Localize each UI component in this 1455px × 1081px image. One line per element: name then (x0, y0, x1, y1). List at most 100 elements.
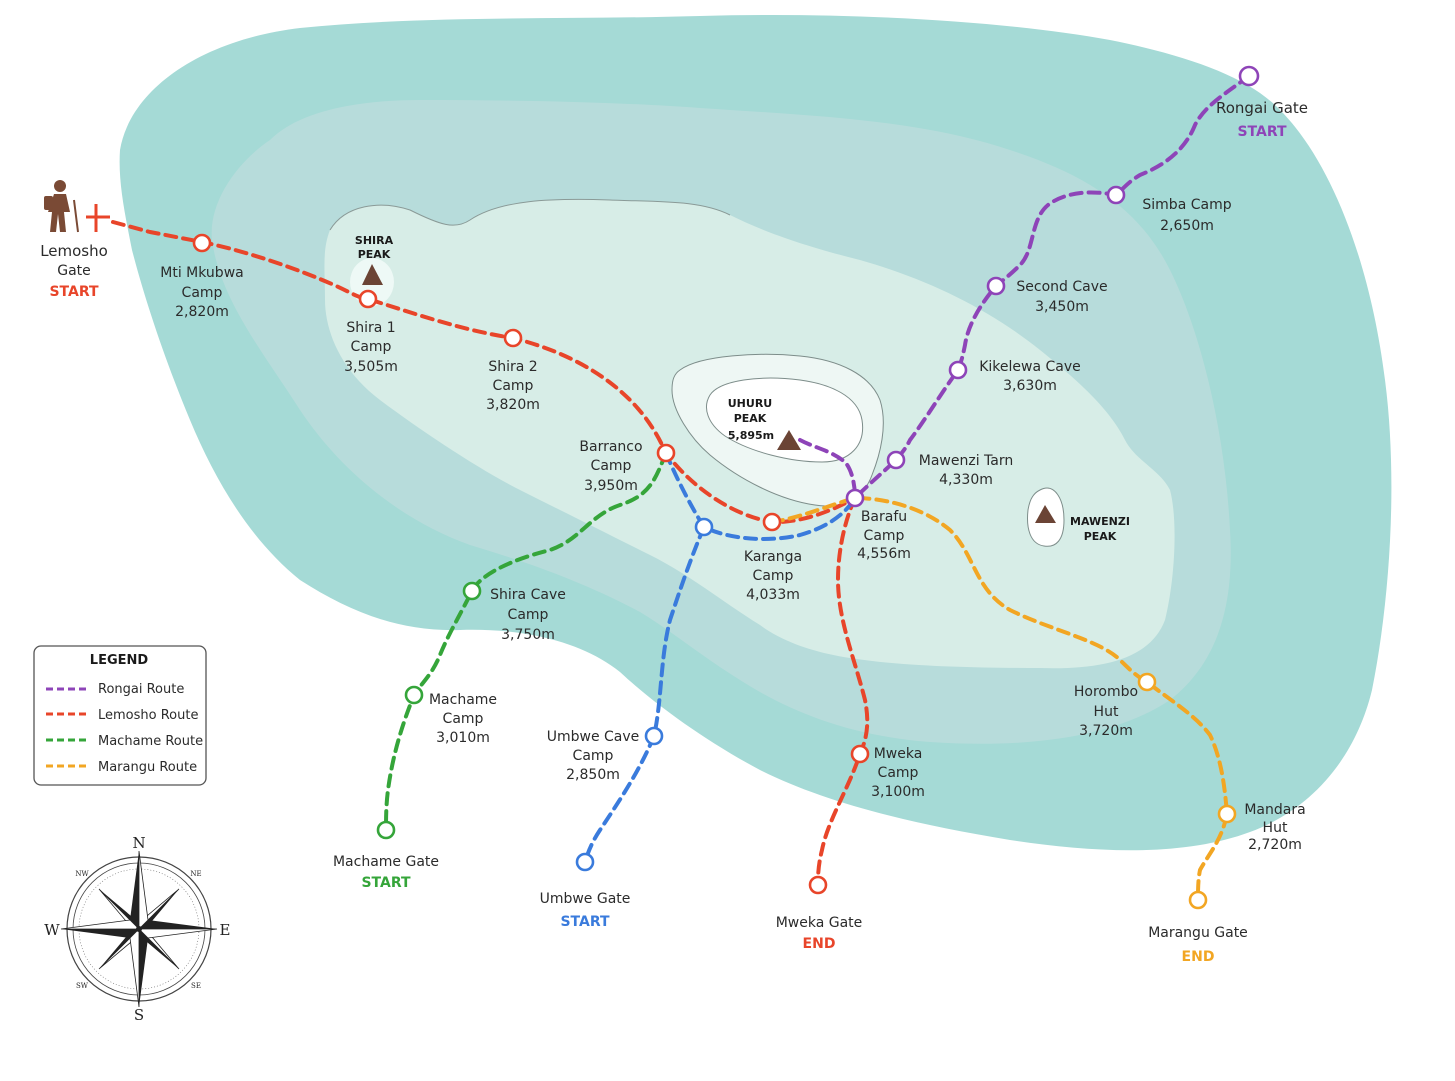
mawenzi-tarn-l1: Mawenzi Tarn (919, 453, 1013, 469)
shira1-l3: 3,505m (344, 359, 398, 375)
legend-label-marangu: Marangu Route (98, 760, 197, 775)
shira2-l1: Shira 2 (488, 359, 537, 375)
mandara-l1: Mandara (1244, 802, 1305, 818)
umbwe-gate-tag: START (560, 914, 610, 930)
machame-camp-l2: Camp (443, 711, 484, 727)
lemosho-descent-path (816, 496, 870, 887)
legend-label-machame: Machame Route (98, 734, 203, 749)
stop-machame-camp[interactable] (404, 685, 424, 705)
hiker-icon (44, 180, 79, 233)
stop-rongai-gate[interactable] (1238, 65, 1260, 87)
compass-s: S (134, 1006, 144, 1024)
stop-barafu[interactable] (845, 488, 865, 508)
uhuru-peak-elevation: 5,895m (728, 429, 774, 442)
barafu-l2: Camp (864, 528, 905, 544)
compass-se: SE (191, 982, 201, 990)
kikelewa-l1: Kikelewa Cave (979, 359, 1081, 375)
legend-label-lemosho: Lemosho Route (98, 708, 198, 723)
barranco-l2: Camp (591, 458, 632, 474)
barranco-l1: Barranco (579, 439, 642, 455)
mti-mkubwa-l2: Camp (182, 285, 223, 301)
barranco-l3: 3,950m (584, 478, 638, 494)
lemosho-gate-name-1: Lemosho (40, 242, 108, 260)
stop-umbwe-junction[interactable] (694, 517, 714, 537)
mti-mkubwa-l3: 2,820m (175, 304, 229, 320)
stop-second-cave[interactable] (986, 276, 1006, 296)
stop-mawenzi-tarn[interactable] (886, 450, 906, 470)
stop-shira1[interactable] (358, 289, 378, 309)
compass-nw: NW (75, 870, 89, 878)
uhuru-peak-label-1: UHURU (728, 397, 772, 410)
compass-sw: SW (76, 982, 89, 990)
stop-umbwe-cave[interactable] (644, 726, 664, 746)
stop-horombo[interactable] (1137, 672, 1157, 692)
machame-gate-tag: START (361, 875, 411, 891)
zone-crater (706, 377, 864, 463)
stop-mti-mkubwa[interactable] (192, 233, 212, 253)
stop-mweka-gate[interactable] (808, 875, 828, 895)
mweka-camp-l3: 3,100m (871, 784, 925, 800)
mweka-gate-name: Mweka Gate (776, 915, 863, 931)
shira-peak-label-1: SHIRA (355, 234, 394, 247)
start-marker-icon (86, 204, 110, 232)
stop-mandara[interactable] (1217, 804, 1237, 824)
rongai-gate-name: Rongai Gate (1216, 99, 1308, 117)
shira2-l2: Camp (493, 378, 534, 394)
mawenzi-peak-label-1: MAWENZI (1070, 515, 1130, 528)
stops (192, 65, 1260, 910)
compass-ne: NE (190, 870, 201, 878)
stop-barranco[interactable] (656, 443, 676, 463)
compass-rose-icon (60, 850, 218, 1008)
camp-labels: Mti Mkubwa Camp 2,820m Shira 1 Camp 3,50… (160, 197, 1305, 853)
stop-kikelewa[interactable] (948, 360, 968, 380)
mweka-camp-l1: Mweka (874, 746, 923, 762)
kikelewa-l2: 3,630m (1003, 378, 1057, 394)
legend-label-rongai: Rongai Route (98, 682, 184, 697)
shira1-l2: Camp (351, 339, 392, 355)
umbwe-cave-l1: Umbwe Cave (547, 729, 640, 745)
rongai-gate-tag: START (1237, 124, 1287, 140)
shira1-l1: Shira 1 (346, 320, 395, 336)
karanga-l3: 4,033m (746, 587, 800, 603)
karanga-l1: Karanga (744, 549, 802, 565)
shira-peak-label-2: PEAK (358, 248, 391, 261)
umbwe-route-path (664, 451, 857, 541)
stop-machame-gate[interactable] (376, 820, 396, 840)
horombo-l2: Hut (1094, 704, 1119, 720)
zone-inner-outline (329, 198, 731, 231)
compass-e: E (220, 921, 231, 939)
karanga-l2: Camp (753, 568, 794, 584)
shira-peak-icon (362, 264, 383, 285)
stop-mweka-camp[interactable] (850, 744, 870, 764)
mti-mkubwa-l1: Mti Mkubwa (160, 265, 243, 281)
simba-l1: Simba Camp (1142, 197, 1231, 213)
rongai-route-path (853, 74, 1251, 500)
lemosho-route-path (111, 220, 857, 525)
lemosho-gate-name-2: Gate (57, 263, 91, 279)
stop-shira-cave[interactable] (462, 581, 482, 601)
horombo-l3: 3,720m (1079, 723, 1133, 739)
shira2-l3: 3,820m (486, 397, 540, 413)
stop-simba[interactable] (1106, 185, 1126, 205)
stop-shira2[interactable] (503, 328, 523, 348)
mandara-l3: 2,720m (1248, 837, 1302, 853)
stop-umbwe-gate[interactable] (575, 852, 595, 872)
marangu-gate-name: Marangu Gate (1148, 925, 1248, 941)
mweka-camp-l2: Camp (878, 765, 919, 781)
umbwe-gate-name: Umbwe Gate (540, 891, 631, 907)
stop-karanga[interactable] (762, 512, 782, 532)
shira-cave-l2: Camp (508, 607, 549, 623)
uhuru-peak-label-2: PEAK (734, 412, 767, 425)
marangu-gate-tag: END (1182, 949, 1215, 965)
lemosho-gate-tag: START (49, 284, 99, 300)
compass-w: W (44, 921, 60, 939)
mandara-l2: Hut (1263, 820, 1288, 836)
mweka-gate-tag: END (803, 936, 836, 952)
uhuru-peak-icon (777, 430, 801, 450)
stop-marangu-gate[interactable] (1188, 890, 1208, 910)
second-cave-l1: Second Cave (1016, 279, 1107, 295)
simba-l2: 2,650m (1160, 218, 1214, 234)
machame-camp-l3: 3,010m (436, 730, 490, 746)
routes (111, 74, 1251, 902)
